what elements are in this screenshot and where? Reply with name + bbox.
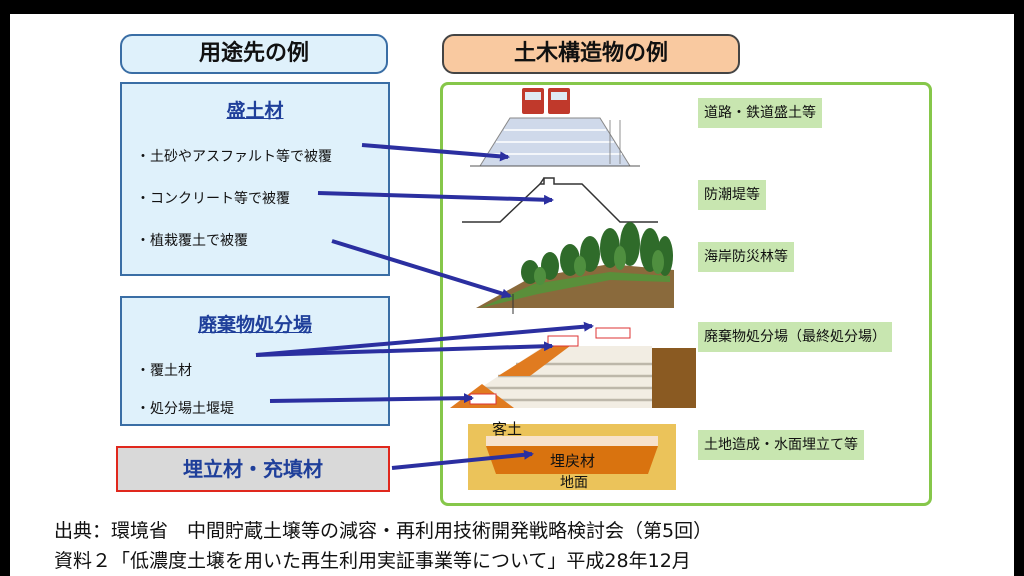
- item-earth-dam: ・処分場土堰堤: [136, 401, 234, 417]
- road-embankment-illustration: [470, 88, 640, 167]
- structure-illustrations: 客土 埋戻材 地面: [255, 88, 696, 491]
- label-coastal-forest: 海岸防災林等: [698, 242, 794, 272]
- arrow-landfill: [391, 449, 534, 470]
- embankment-material-title: 盛土材: [226, 100, 284, 122]
- retaining-wall: [652, 348, 696, 408]
- structures-frame: [440, 82, 932, 506]
- arrows: [255, 143, 594, 470]
- item-soil-asphalt-cover: ・土砂やアスファルト等で被覆: [136, 149, 332, 165]
- header-usage-examples: 用途先の例: [120, 34, 388, 74]
- waste-disposal-box: 廃棄物処分場 ・覆土材 ・処分場土堰堤: [120, 296, 390, 426]
- slide: 用途先の例 土木構造物の例 盛土材 ・土砂やアスファルト等で被覆 ・コンクリート…: [10, 14, 1014, 576]
- bus-icon: [548, 88, 570, 114]
- coastal-forest-illustration: [476, 222, 674, 314]
- item-planting-soil-cover: ・植栽覆土で被覆: [136, 233, 248, 249]
- header-structure-examples: 土木構造物の例: [442, 34, 740, 74]
- landfill-material-box: 埋立材・充填材: [116, 446, 390, 492]
- guest-soil-label: 客土: [492, 420, 522, 438]
- arrow-concrete-to-seawall: [317, 191, 554, 205]
- ground-label: 地面: [560, 475, 588, 491]
- arrow-cover-soil-middle: [255, 341, 554, 357]
- arrow-cover-soil-top: [255, 321, 594, 357]
- arrow-earth-dam: [269, 393, 474, 404]
- label-seawall: 防潮堤等: [698, 180, 766, 210]
- arrow-planting-to-forest: [331, 239, 512, 299]
- source-line-2: 資料２「低濃度土壌を用いた再生利用実証事業等について」平成28年12月: [54, 550, 691, 572]
- bus-icon: [522, 88, 544, 114]
- arrow-asphalt-to-road: [361, 143, 510, 162]
- item-concrete-cover: ・コンクリート等で被覆: [136, 191, 290, 207]
- label-final-disposal-site: 廃棄物処分場（最終処分場）: [698, 322, 892, 352]
- seawall-illustration: [462, 177, 658, 223]
- item-cover-soil: ・覆土材: [136, 363, 192, 379]
- label-road-railway-embankment: 道路・鉄道盛土等: [698, 98, 822, 128]
- label-land-reclamation: 土地造成・水面埋立て等: [698, 430, 864, 460]
- backfill-label: 埋戻材: [550, 452, 595, 470]
- disposal-site-illustration: [450, 327, 696, 408]
- source-line-1: 出典：環境省 中間貯蔵土壌等の減容・再利用技術開発戦略検討会（第5回）: [54, 520, 713, 542]
- waste-disposal-title: 廃棄物処分場: [197, 314, 312, 336]
